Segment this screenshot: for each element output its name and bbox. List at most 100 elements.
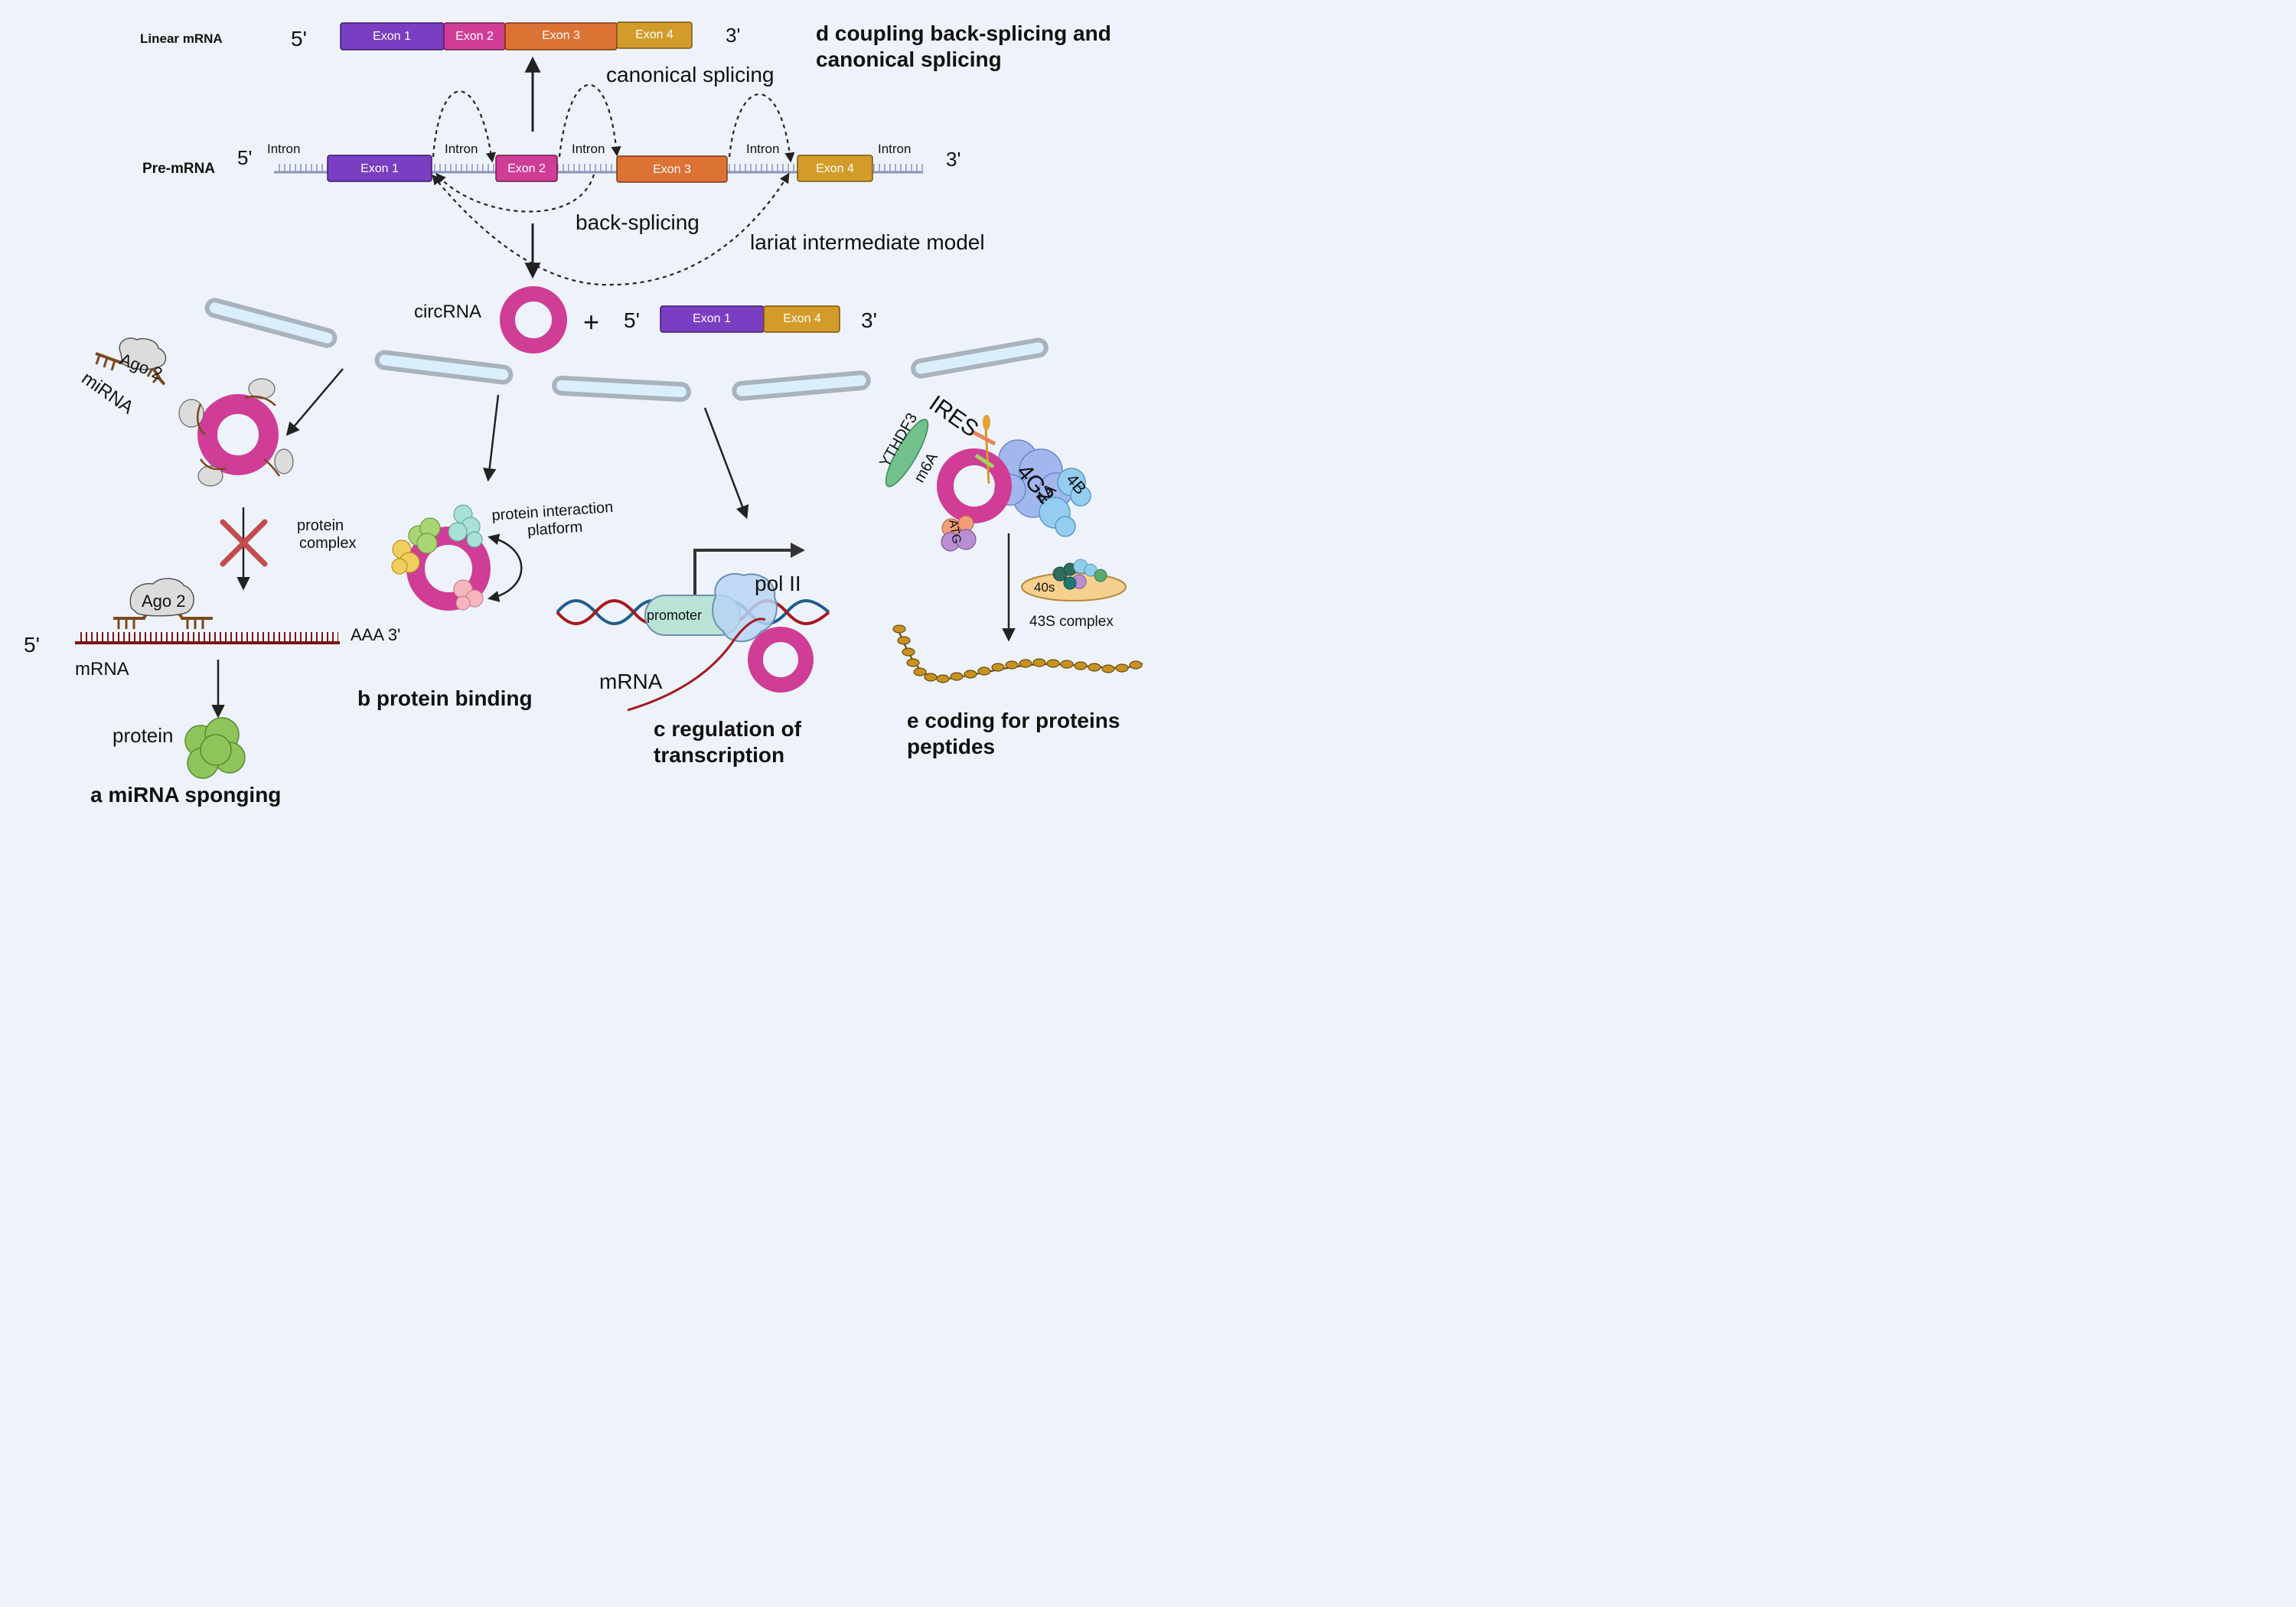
- intron-ticks: [276, 164, 923, 173]
- panel-c-title-line2: transcription: [654, 743, 784, 767]
- mirna-ticks: [95, 354, 161, 383]
- excised-exon-1-label: Exon 1: [693, 312, 731, 325]
- rods: [204, 298, 1049, 403]
- pre-exon-1: [327, 155, 432, 182]
- peptide-bead: [964, 670, 977, 679]
- panel-c: promoter pol II mRNA c regulation of tra…: [556, 543, 830, 767]
- linear-exon-2-label: Exon 2: [455, 30, 494, 43]
- ribosome-factors: [1052, 559, 1107, 590]
- circ-three-prime: 3': [861, 308, 877, 332]
- peptide-bead: [1129, 660, 1143, 670]
- peptide-bead: [892, 624, 906, 634]
- canonical-splicing-label: canonical splicing: [606, 63, 774, 86]
- ribosome-40s-label: 40s: [1034, 580, 1055, 595]
- pre-mrna-label: Pre-mRNA: [142, 161, 215, 177]
- panel-c-title: c regulation of transcription: [654, 717, 807, 767]
- ago-cluster-1: [178, 399, 204, 428]
- pre-exon-4: [797, 155, 873, 182]
- linear-mrna: Linear mRNA 5' 3' Exon 1 Exon 2 Exon 3 E…: [140, 21, 740, 51]
- linear-exon-3-label: Exon 3: [542, 29, 580, 42]
- canonical-loop-1: [432, 90, 496, 163]
- excised-exon-4-label: Exon 4: [783, 312, 821, 325]
- mrna-aaa: AAA 3': [351, 625, 400, 644]
- bound-proteins: [391, 504, 484, 611]
- mirna-label: miRNA: [78, 368, 138, 419]
- peptide-bead: [1046, 659, 1060, 668]
- transcription-circrna: [748, 627, 814, 693]
- pol-ii: [712, 572, 778, 643]
- pre-five-prime: 5': [237, 146, 252, 169]
- ago2-bottom: [129, 578, 194, 617]
- linear-exon-4: [616, 21, 693, 49]
- protein-blob: [184, 717, 246, 779]
- pre-three-prime: 3': [946, 148, 960, 171]
- peptide-bead: [1032, 658, 1046, 667]
- mrna-label-c: mRNA: [599, 670, 663, 693]
- linear-exon-1-label: Exon 1: [373, 30, 411, 43]
- excised-exon-4: [763, 305, 840, 333]
- peptide-bead: [906, 658, 920, 667]
- intron-label-5: Intron: [878, 142, 911, 156]
- circrna-diagram: Linear mRNA 5' 3' Exon 1 Exon 2 Exon 3 E…: [24, 21, 1143, 807]
- pre-exon-2-label: Exon 2: [507, 162, 546, 175]
- arrow-to-c: [703, 407, 749, 520]
- plus-sign: +: [583, 306, 599, 337]
- peptide-bead: [902, 647, 915, 657]
- ires-stem: [984, 428, 990, 484]
- peptide-bead: [1074, 661, 1088, 670]
- intron-label-3: Intron: [572, 142, 605, 156]
- peptide-bead: [950, 672, 964, 681]
- eif4b-4a: [1039, 468, 1091, 537]
- panel-d-title-line1: d coupling back-splicing and: [816, 21, 1111, 45]
- protein-label: protein: [113, 724, 174, 747]
- panel-b-title: b protein binding: [357, 686, 533, 710]
- linear-three-prime: 3': [726, 24, 740, 47]
- ago2-top: [119, 337, 167, 370]
- panel-d-title: d coupling back-splicing and canonical s…: [816, 21, 1117, 71]
- protein-complex-line1: protein: [297, 517, 344, 534]
- peptide-bead: [1101, 664, 1115, 673]
- peptide-bead: [1005, 660, 1019, 670]
- panel-e: YTHDF3 m6A IRES 4G2 4B 4A ATG: [876, 391, 1143, 758]
- linear-five-prime: 5': [291, 27, 307, 51]
- ires-tip: [983, 415, 990, 430]
- mrna-five-prime: 5': [24, 633, 40, 657]
- ago-cluster-3: [274, 448, 294, 474]
- lariat-loop: [432, 172, 790, 286]
- ago2-bottom-label: Ago 2: [142, 592, 186, 611]
- ires-bar-2: [974, 453, 995, 469]
- pre-exon-3-label: Exon 3: [653, 163, 691, 176]
- nascent-mrna: [627, 618, 766, 712]
- atg-complex: [941, 515, 977, 552]
- linear-mrna-label: Linear mRNA: [140, 31, 223, 46]
- sponge-circrna: [197, 394, 279, 475]
- peptide-bead: [1115, 663, 1129, 673]
- atg-label: ATG: [946, 519, 963, 545]
- panel-a: Ago 2 miRNA protein complex: [24, 337, 400, 807]
- peptide-bead: [1019, 659, 1032, 668]
- mrna-label-a: mRNA: [75, 659, 129, 680]
- back-splicing-label: back-splicing: [576, 210, 700, 234]
- protein-pink: [453, 579, 484, 611]
- mrna-ticks: [77, 632, 338, 643]
- coding-circrna: [937, 448, 1012, 523]
- pre-exon-1-label: Exon 1: [360, 162, 399, 175]
- peptide-bead: [924, 673, 938, 682]
- peptide-bead: [991, 663, 1005, 672]
- peptide-bead: [897, 636, 911, 645]
- ago-cluster-2: [248, 378, 276, 399]
- circrna-label: circRNA: [414, 302, 481, 322]
- panel-e-title-line1: e coding for proteins: [907, 709, 1120, 732]
- panel-c-title-line1: c regulation of: [654, 717, 802, 741]
- ires-bar-1: [972, 430, 996, 446]
- peptide-bead: [936, 674, 950, 683]
- pre-exon-4-label: Exon 4: [816, 162, 854, 175]
- protein-complex-label: protein complex: [297, 517, 356, 552]
- peptide-bead: [1088, 663, 1101, 672]
- sponge-mirna-arcs: [196, 395, 281, 477]
- peptide-chain: [892, 624, 1143, 683]
- panel-b: protein interaction platform b protein b…: [357, 499, 614, 710]
- ythdf3-protein: [885, 419, 929, 487]
- canonical-loop-2: [558, 83, 621, 158]
- bound-mirna-ticks: [117, 618, 204, 629]
